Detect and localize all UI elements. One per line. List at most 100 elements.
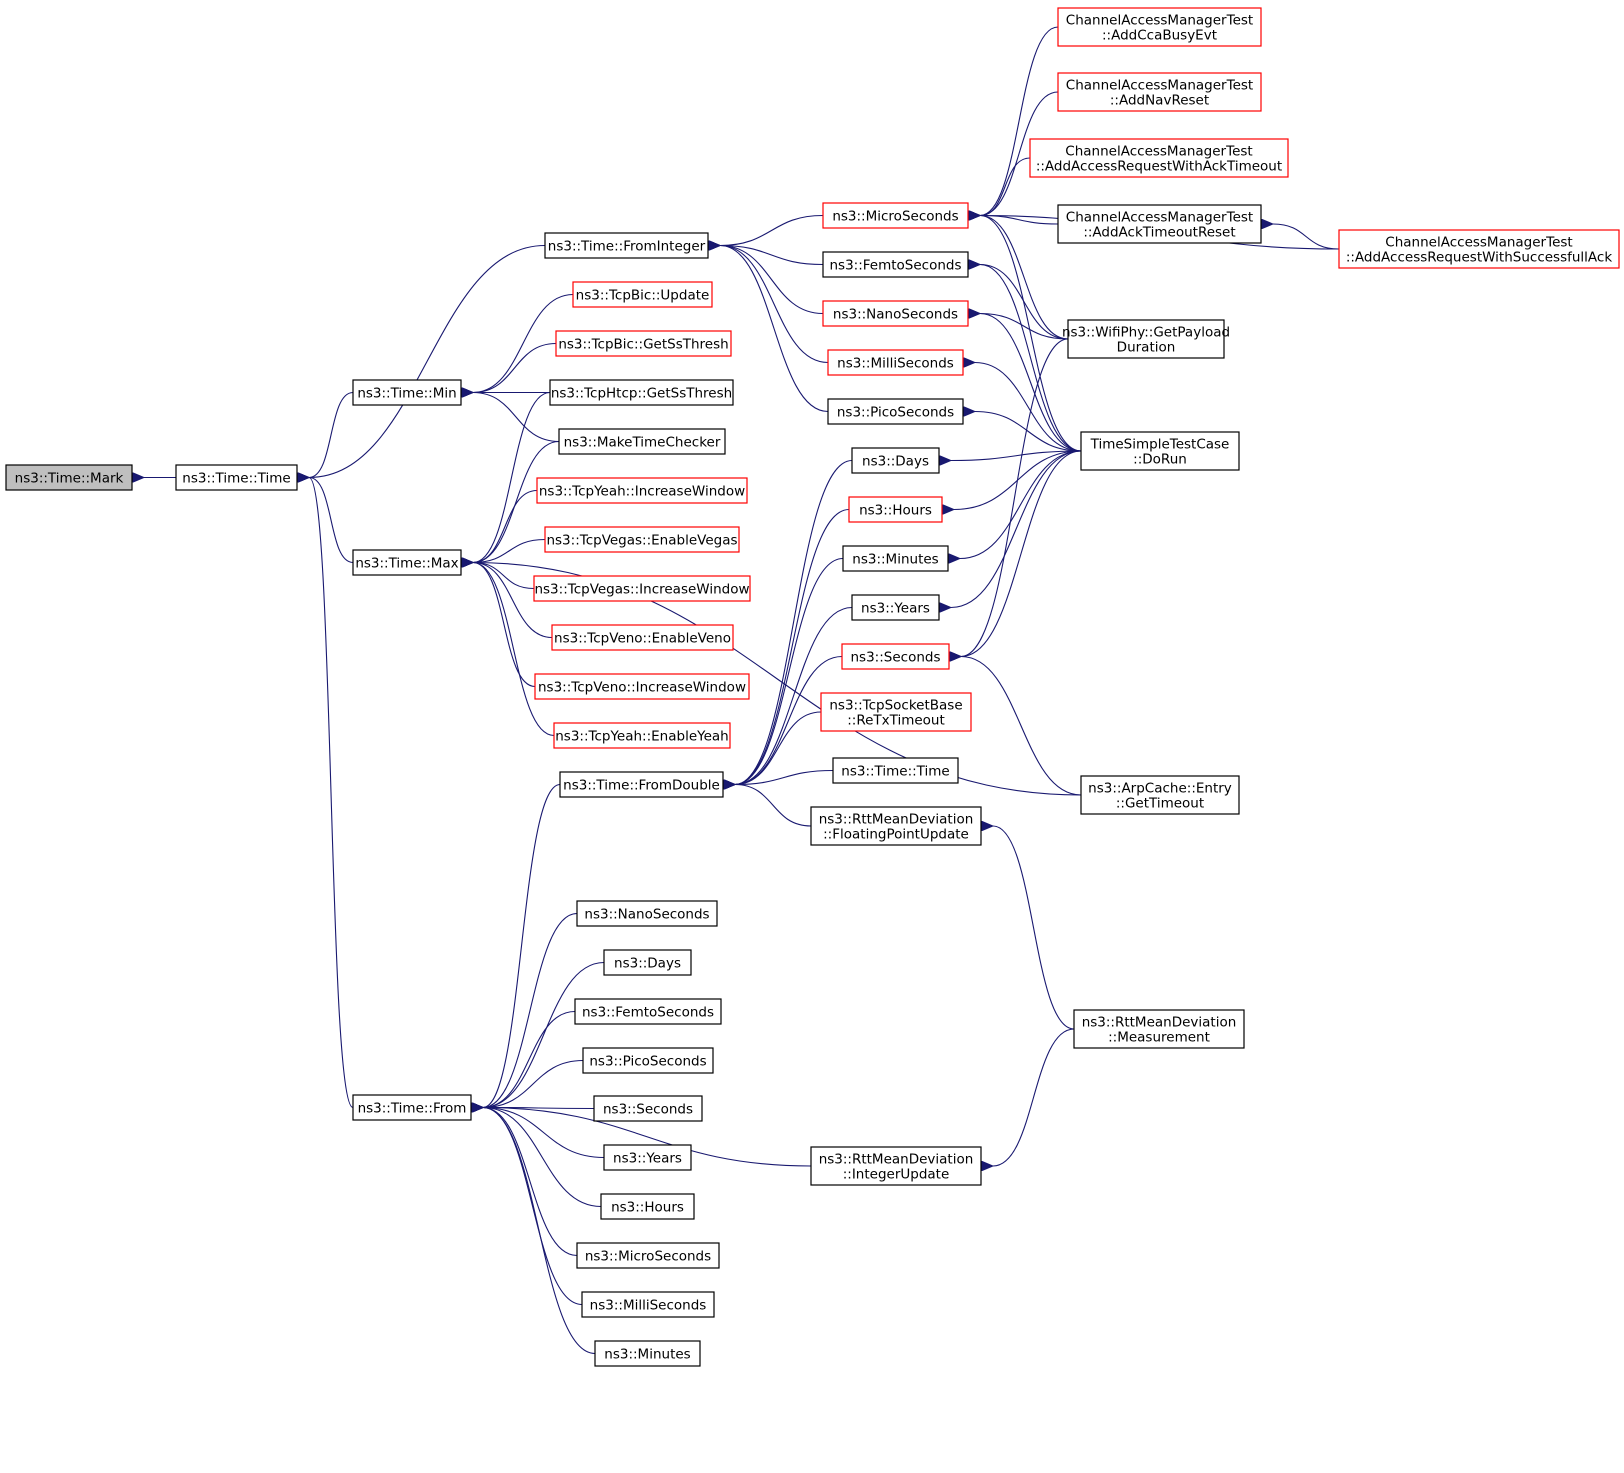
node-venoen[interactable]: ns3::TcpVeno::EnableVeno [551, 624, 734, 651]
node-us[interactable]: ns3::MicroSeconds [822, 202, 969, 229]
edge-tstc-to-fs [980, 265, 1082, 452]
node-box [559, 771, 724, 798]
node-sec_b[interactable]: ns3::Seconds [593, 1095, 703, 1122]
node-label: ns3::MicroSeconds [585, 1249, 711, 1265]
node-box [832, 757, 959, 784]
node-min[interactable]: ns3::Time::Min [352, 379, 462, 406]
node-ms[interactable]: ns3::MilliSeconds [827, 349, 964, 376]
node-rttmeas[interactable]: ns3::RttMeanDeviation::Measurement [1073, 1009, 1245, 1049]
node-tstc[interactable]: TimeSimpleTestCase::DoRun [1080, 431, 1240, 471]
node-from[interactable]: ns3::Time::From [352, 1094, 472, 1121]
edge-rttiu-to-from [483, 1108, 812, 1167]
node-label: ns3::TcpVegas::IncreaseWindow [534, 582, 749, 598]
node-max[interactable]: ns3::Time::Max [352, 549, 462, 576]
node-yeahinc[interactable]: ns3::TcpYeah::IncreaseWindow [536, 477, 748, 504]
node-label: ns3::Days [614, 956, 681, 972]
node-label: ::AddAccessRequestWithAckTimeout [1036, 159, 1282, 175]
node-label: ns3::PicoSeconds [837, 405, 954, 421]
node-box [820, 692, 972, 732]
node-mtc[interactable]: ns3::MakeTimeChecker [558, 428, 726, 455]
node-arwat[interactable]: ChannelAccessManagerTest::AddAccessReque… [1029, 138, 1289, 178]
edge-from-to-time [309, 478, 354, 1109]
node-atr[interactable]: ChannelAccessManagerTest::AddAckTimeoutR… [1057, 204, 1262, 244]
node-box [851, 594, 940, 621]
edge-hours-to-fromdbl [735, 508, 850, 785]
node-fs_b[interactable]: ns3::FemtoSeconds [574, 998, 722, 1025]
node-label: ::AddAccessRequestWithSuccessfullAck [1346, 250, 1613, 266]
node-box [822, 251, 969, 278]
edge-tstc-to-ms [975, 363, 1082, 452]
node-box [551, 624, 734, 651]
edge-vegasinc-to-max [473, 563, 535, 590]
node-bicupd[interactable]: ns3::TcpBic::Update [572, 281, 713, 308]
node-box [1057, 72, 1262, 112]
node-rttiu[interactable]: ns3::RttMeanDeviation::IntegerUpdate [810, 1146, 982, 1186]
node-fromint[interactable]: ns3::Time::FromInteger [544, 232, 709, 259]
node-fromdbl[interactable]: ns3::Time::FromDouble [559, 771, 724, 798]
node-days_b[interactable]: ns3::Days [603, 949, 692, 976]
node-hours[interactable]: ns3::Hours [848, 496, 943, 523]
edge-tstc-to-ns [980, 314, 1082, 452]
node-label: ns3::WifiPhy::GetPayload [1062, 325, 1230, 341]
node-vegasen[interactable]: ns3::TcpVegas::EnableVegas [544, 526, 740, 553]
node-ns_b[interactable]: ns3::NanoSeconds [576, 900, 718, 927]
node-box [851, 447, 940, 474]
node-box [1080, 775, 1240, 815]
node-years_b[interactable]: ns3::Years [603, 1144, 692, 1171]
node-us_b[interactable]: ns3::MicroSeconds [576, 1242, 720, 1269]
node-ns[interactable]: ns3::NanoSeconds [822, 300, 969, 327]
node-label: ns3::Time::FromInteger [548, 239, 706, 255]
node-ps_b[interactable]: ns3::PicoSeconds [582, 1047, 714, 1074]
node-rttfpu[interactable]: ns3::RttMeanDeviation::FloatingPointUpda… [810, 806, 982, 846]
node-label: ns3::Years [613, 1151, 682, 1167]
node-box [603, 949, 692, 976]
node-htcpss[interactable]: ns3::TcpHtcp::GetSsThresh [549, 379, 734, 406]
node-box [574, 998, 722, 1025]
edge-wifi-to-fs [980, 265, 1069, 340]
node-venoinc[interactable]: ns3::TcpVeno::IncreaseWindow [534, 673, 750, 700]
node-box [1067, 319, 1225, 359]
node-label: ns3::FemtoSeconds [582, 1005, 714, 1021]
node-bicss[interactable]: ns3::TcpBic::GetSsThresh [555, 330, 732, 357]
edge-rttfpu-to-fromdbl [735, 785, 812, 827]
edge-fs-to-fromint [720, 246, 824, 266]
edge-ps_b-to-from [483, 1059, 584, 1108]
node-ps[interactable]: ns3::PicoSeconds [827, 398, 964, 425]
node-label: ChannelAccessManagerTest [1065, 144, 1252, 160]
edge-days-to-fromdbl [735, 459, 853, 785]
node-label: ::GetTimeout [1116, 796, 1204, 812]
node-box [536, 477, 748, 504]
edge-minutes-to-fromdbl [735, 557, 844, 785]
node-time[interactable]: ns3::Time::Time [175, 464, 298, 491]
node-hours_b[interactable]: ns3::Hours [600, 1193, 695, 1220]
node-yeahen[interactable]: ns3::TcpYeah::EnableYeah [553, 722, 731, 749]
node-ms_b[interactable]: ns3::MilliSeconds [581, 1291, 715, 1318]
node-minutes[interactable]: ns3::Minutes [842, 545, 949, 572]
node-arp[interactable]: ns3::ArpCache::Entry::GetTimeout [1080, 775, 1240, 815]
edge-tstc-to-days [951, 450, 1082, 461]
node-box [822, 202, 969, 229]
node-cca[interactable]: ChannelAccessManagerTest::AddCcaBusyEvt [1057, 7, 1262, 47]
node-min_b[interactable]: ns3::Minutes [594, 1340, 701, 1367]
node-box [544, 232, 709, 259]
node-label: ns3::Minutes [604, 1347, 690, 1363]
edge-us_b-to-from [483, 1108, 578, 1257]
node-nav[interactable]: ChannelAccessManagerTest::AddNavReset [1057, 72, 1262, 112]
node-seconds[interactable]: ns3::Seconds [841, 643, 950, 670]
node-fs[interactable]: ns3::FemtoSeconds [822, 251, 969, 278]
node-label: ::DoRun [1133, 452, 1187, 468]
edge-ms_b-to-from [483, 1108, 583, 1306]
node-days[interactable]: ns3::Days [851, 447, 940, 474]
node-box [1073, 1009, 1245, 1049]
node-box [827, 349, 964, 376]
node-vegasinc[interactable]: ns3::TcpVegas::IncreaseWindow [533, 575, 751, 602]
node-label: ns3::RttMeanDeviation [819, 1152, 974, 1168]
node-time2[interactable]: ns3::Time::Time [832, 757, 959, 784]
node-retx[interactable]: ns3::TcpSocketBase::ReTxTimeout [820, 692, 972, 732]
node-years[interactable]: ns3::Years [851, 594, 940, 621]
node-label: ::IntegerUpdate [843, 1167, 950, 1183]
node-arws[interactable]: ChannelAccessManagerTest::AddAccessReque… [1338, 229, 1620, 269]
node-label: ::FloatingPointUpdate [823, 827, 969, 843]
node-label: ns3::Years [861, 601, 930, 617]
